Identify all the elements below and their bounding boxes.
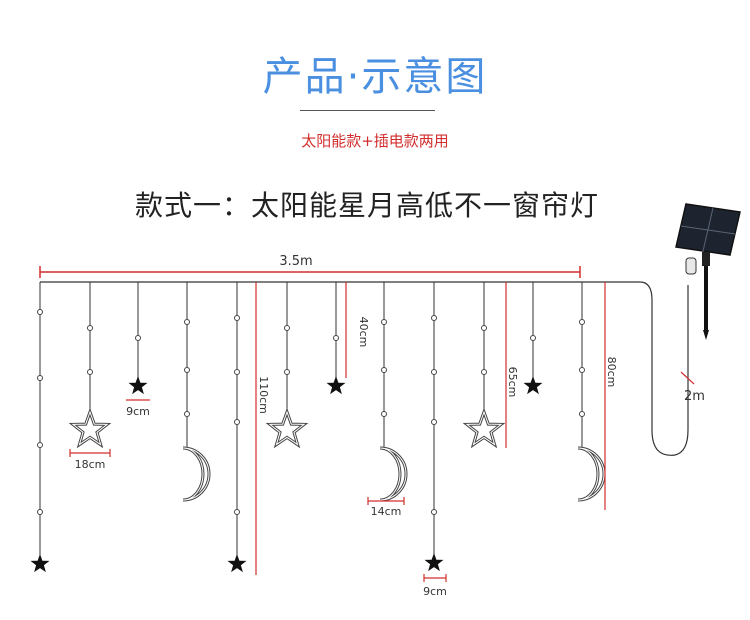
- star-outline-size-label: 18cm: [75, 458, 106, 471]
- title-divider: [300, 110, 435, 111]
- star-ornaments-small: [128, 376, 543, 395]
- star-ornaments-bottom: [30, 553, 444, 573]
- size-markers: [69, 282, 695, 582]
- subtitle: 太阳能款+插电款两用: [301, 132, 449, 150]
- cable-length-label: 2m: [684, 389, 705, 404]
- width-label: 3.5m: [279, 254, 312, 269]
- drop-40-label: 40cm: [357, 317, 370, 348]
- star-small-size-label: 9cm: [126, 405, 150, 418]
- drop-80-label: 80cm: [605, 357, 618, 388]
- moon-ornaments: [181, 446, 606, 502]
- drop-110-label: 110cm: [257, 376, 270, 414]
- main-wire: [40, 281, 689, 456]
- page-title: 产品·示意图: [262, 54, 488, 100]
- solar-panel-icon: [675, 203, 741, 340]
- drop-strands: [39, 282, 583, 555]
- moon-size-label: 14cm: [371, 505, 402, 518]
- drop-65-label: 65cm: [506, 367, 519, 398]
- star-bottom-size-label: 9cm: [423, 585, 447, 598]
- style-heading: 款式一：太阳能星月高低不一窗帘灯: [135, 189, 600, 222]
- led-bulbs: [37, 309, 585, 515]
- width-dimension: 3.5m: [39, 254, 581, 278]
